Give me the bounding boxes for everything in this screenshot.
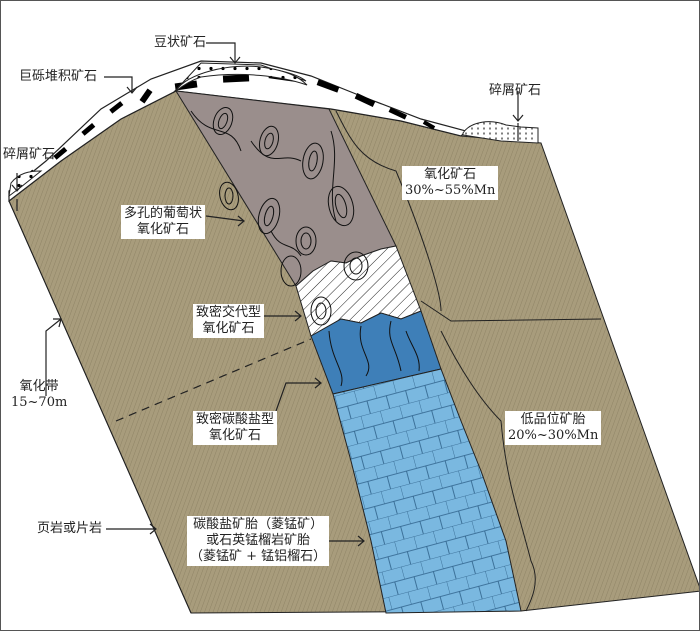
label-pisolitic-ore: 豆状矿石 — [154, 35, 207, 50]
label-dense-replacement: 致密交代型 氧化矿石 — [193, 304, 265, 338]
label-line: 氧化矿石 — [202, 321, 255, 336]
ore-veinlets — [190, 106, 420, 387]
label-line: 多孔的葡萄状 — [124, 206, 203, 221]
label-carbonate-protore: 碳酸盐矿胎（菱锰矿） 或石英锰榴岩矿胎 （菱锰矿 + 锰铝榴石） — [187, 516, 330, 566]
label-line: 致密碳酸盐型 — [196, 412, 275, 427]
detrital-ore-right — [462, 121, 539, 144]
pisolitic-ore-body — [175, 65, 308, 92]
label-dense-carbonate: 致密碳酸盐型 氧化矿石 — [193, 411, 278, 445]
label-line: 氧化带 — [19, 379, 59, 394]
label-arrows — [11, 42, 524, 547]
label-oxidation-zone: 氧化带 15~70m — [11, 379, 67, 411]
label-porous-ore: 多孔的葡萄状 氧化矿石 — [121, 205, 206, 239]
label-line: 15~70m — [11, 395, 68, 410]
label-shale: 页岩或片岩 — [37, 521, 103, 536]
label-detrital-ore-right: 碎屑矿石 — [489, 83, 542, 98]
contour-lines — [8, 110, 602, 614]
label-line: 低品位矿胎 — [520, 412, 586, 427]
label-line: 氧化矿石 — [209, 428, 262, 443]
label-line: 或石英锰榴岩矿胎 — [206, 533, 311, 548]
boulder-ore-layer — [8, 60, 468, 203]
label-low-grade: 低品位矿胎 20%~30%Mn — [505, 411, 602, 445]
label-line: （菱锰矿 + 锰铝榴石） — [190, 549, 327, 564]
label-oxide-ore: 氧化矿石 30%~55%Mn — [402, 166, 499, 200]
label-line: 20%~30%Mn — [508, 428, 599, 443]
label-detrital-ore-left: 碎屑矿石 — [3, 147, 56, 162]
oxidation-zone-boundary — [115, 338, 312, 422]
label-boulder-ore: 巨砾堆积矿石 — [19, 69, 98, 84]
carbonate-protore — [332, 368, 522, 614]
label-line: 氧化矿石 — [424, 167, 477, 182]
label-line: 碳酸盐矿胎（菱锰矿） — [193, 517, 324, 532]
label-line: 氧化矿石 — [137, 222, 190, 237]
label-line: 致密交代型 — [196, 305, 262, 320]
label-line: 30%~55%Mn — [405, 183, 496, 198]
